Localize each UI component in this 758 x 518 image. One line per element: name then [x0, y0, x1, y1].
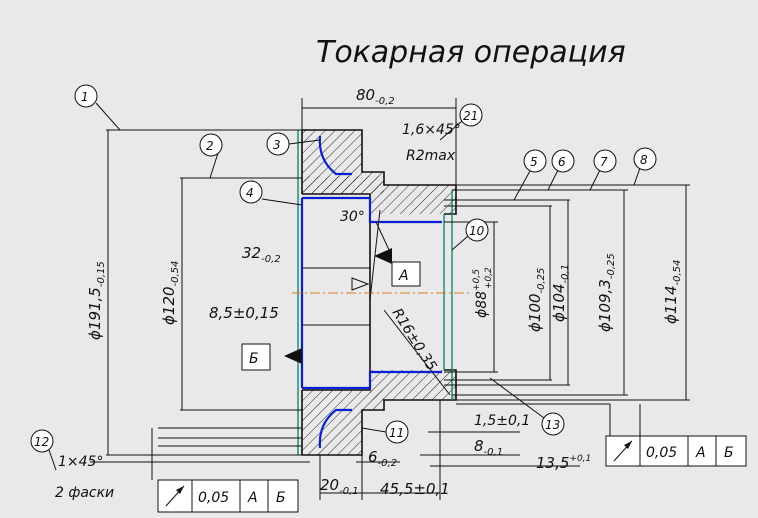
datum-b-label: Б [249, 351, 259, 367]
note-two-chamfers: 2 фаски [55, 485, 114, 501]
dim-20: 20-0,1 [320, 476, 359, 497]
dim-80: 80-0,2 [356, 86, 395, 107]
tolerance-left-value: 0,05 [198, 490, 229, 506]
datum-b-triangle [284, 348, 302, 364]
dim-d109-3: ϕ109,3-0,25 [596, 253, 617, 332]
part-section [302, 130, 456, 455]
callout-3: 3 [273, 138, 281, 152]
dim-angle-30: 30° [340, 209, 365, 225]
callout-12: 12 [34, 435, 49, 449]
dim-32: 32-0,2 [242, 244, 281, 265]
callout-balloons: 1 2 3 4 5 6 7 8 10 11 12 13 [30, 84, 657, 471]
callout-5: 5 [530, 155, 538, 169]
dim-d191-5: ϕ191,5-0,15 [86, 261, 107, 340]
dim-r16: R16±0,35 [389, 306, 440, 374]
dim-1-5: 1,5±0,1 [474, 413, 530, 429]
tolerance-right-value: 0,05 [646, 445, 677, 461]
dim-chamfer-top: 1,6×45° [402, 122, 461, 138]
dim-8: 8-0,1 [474, 437, 503, 458]
callout-7: 7 [600, 155, 608, 169]
callout-8: 8 [640, 153, 648, 167]
dim-d104: ϕ104-0,1 [550, 264, 571, 322]
tolerance-frame-right: 0,05 А Б [605, 435, 747, 467]
arrow-triangle [351, 277, 370, 291]
callout-1: 1 [81, 90, 89, 104]
callout-4: 4 [246, 186, 254, 200]
dim-13-5: 13,5+0,1 [536, 454, 591, 472]
tolerance-left-ref1: А [247, 490, 258, 506]
datum-b-box: Б [241, 343, 271, 371]
dim-d100: ϕ100-0,25 [526, 268, 547, 332]
callout-21: 21 [463, 109, 478, 123]
dim-d114: ϕ114-0,54 [662, 260, 683, 324]
callout-6: 6 [558, 155, 566, 169]
datum-a-triangle [374, 248, 392, 264]
tolerance-right-ref1: А [695, 445, 706, 461]
callout-2: 2 [206, 139, 214, 153]
dim-45-5: 45,5±0,1 [380, 480, 450, 498]
dim-chamfer-bottom: 1×45° [58, 454, 103, 470]
tolerance-left-ref2: Б [276, 490, 286, 506]
tolerance-right-ref2: Б [724, 445, 734, 461]
dim-6: 6-0,2 [368, 448, 397, 469]
dim-8-5: 8,5±0,15 [209, 304, 279, 322]
datum-a-box: А [391, 261, 421, 287]
dim-d120: ϕ120-0,54 [160, 261, 181, 325]
dim-d88: ϕ88+0,5+0,2 [472, 267, 494, 318]
callout-11: 11 [389, 426, 404, 440]
callout-10: 10 [469, 224, 485, 238]
datum-a-label: А [398, 268, 409, 284]
callout-13: 13 [545, 418, 560, 432]
dim-r2max: R2max [406, 148, 456, 164]
tolerance-frame-left: 0,05 А Б [157, 479, 299, 513]
drawing-title: Токарная операция [316, 35, 626, 70]
dimension-lines [90, 98, 690, 500]
